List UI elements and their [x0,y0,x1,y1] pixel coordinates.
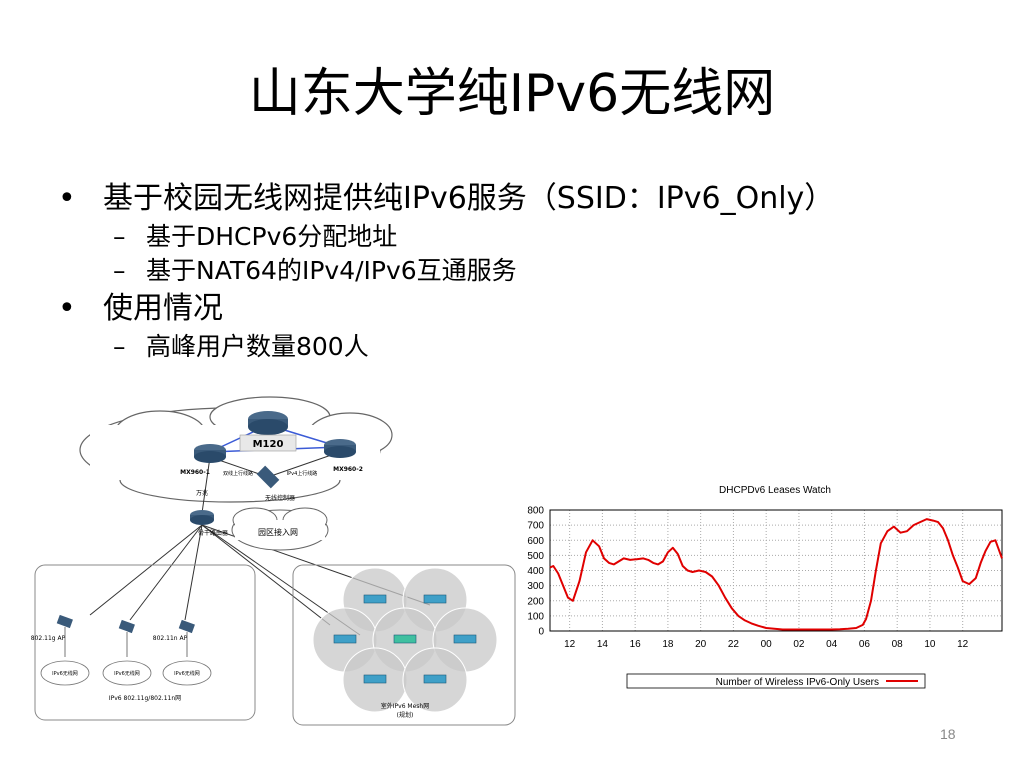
x-tick-label: 10 [924,639,936,650]
bullet-list: •基于校园无线网提供纯IPv6服务（SSID：IPv6_Only） –基于DHC… [58,178,998,364]
router-icon [248,411,288,435]
network-diagram: M120 MX960-1 万兆 MX960-2 双线上行线路 IPv4上行线路 … [31,396,516,726]
edge-router-label: 骨干路由器 [198,529,228,537]
edge-router-icon [190,510,214,525]
mesh-box-sub: (规划) [397,711,414,719]
campus-net-label: 园区接入网 [258,527,298,537]
bullet-item: • 使用情况 [58,288,998,330]
y-axis: 0 100 200 300 400 500 600 700 800 [527,506,544,638]
bullet-marker: • [58,291,76,326]
ap-left-label: 802.11g AP [31,635,66,642]
x-tick-label: 02 [793,639,805,650]
bullet-text: 使用情况 [103,291,223,326]
mesh-switch-icon [333,594,477,684]
legend-box [626,673,926,689]
leases-chart: DHCPDv6 Leases Watch 0100200300400500600… [527,485,1003,689]
y-tick-label: 400 [527,566,544,577]
y-tick-label: 200 [527,596,544,607]
bullet-marker: • [58,181,76,216]
ap-cloud-label: IPv6无线网 [174,670,200,677]
x-tick-label: 22 [728,639,740,650]
x-tick-label: 04 [826,639,838,650]
mesh-box [292,564,516,726]
x-tick-label: 00 [761,639,773,650]
page-number: 18 [940,726,956,742]
sub-bullet-item: –高峰用户数量800人 [58,330,998,364]
left-link-note: 双线上行线路 [223,470,253,477]
controller-label: 无线控制器 [265,494,295,502]
ap-icon [118,619,135,634]
wlan-box-label: IPv6 802.11g/802.11n网 [109,695,181,702]
x-tick-label: 12 [957,639,969,650]
sub-bullet-text: 高峰用户数量800人 [146,332,369,361]
y-tick-label: 700 [527,521,544,532]
slide-title: 山东大学纯IPv6无线网 [248,64,776,124]
sub-bullet-item: –基于NAT64的IPv4/IPv6互通服务 [58,254,998,288]
x-tick-label: 12 [564,639,576,650]
chart-title: DHCPDv6 Leases Watch [719,485,831,496]
mesh-cells [312,567,498,713]
x-tick-label: 16 [630,639,642,650]
ap-cloud-label: IPv6无线网 [114,670,140,677]
sub-bullet-text: 基于NAT64的IPv4/IPv6互通服务 [146,256,517,285]
router-left-tag: 万兆 [196,489,208,497]
router-left-label: MX960-1 [180,469,210,476]
wlan-box [34,564,256,721]
legend-label: Number of Wireless IPv6-Only Users [716,677,879,688]
bullet-text: 基于校园无线网提供纯IPv6服务（SSID：IPv6_Only） [103,181,835,216]
ap-right-label: 802.11n AP [153,635,188,642]
bullet-item: • 基于校园无线网提供纯IPv6服务（SSID：IPv6_Only） [58,178,998,220]
sub-bullet-marker: – [113,256,126,285]
series-line [549,518,1003,631]
ap-cloud-label: IPv6无线网 [52,670,78,677]
ap-cloud [40,660,212,686]
router-right-label: MX960-2 [333,466,363,473]
router-icon [194,444,226,463]
ap-icon [178,619,195,634]
y-tick-label: 600 [527,536,544,547]
x-axis: 12 14 16 18 20 22 00 02 04 06 08 10 12 [564,639,969,650]
switch-icon [256,465,280,489]
y-tick-label: 500 [527,551,544,562]
y-tick-label: 100 [527,611,544,622]
x-tick-label: 18 [662,639,674,650]
sub-bullet-marker: – [113,332,126,361]
router-icon [324,439,356,458]
sub-bullet-text: 基于DHCPv6分配地址 [146,222,398,251]
x-tick-label: 20 [695,639,707,650]
y-tick-label: 0 [538,627,544,638]
chart-grid [550,510,1002,631]
x-tick-label: 14 [597,639,609,650]
mesh-box-label: 室外IPv6 Mesh网 [381,702,429,710]
x-tick-label: 08 [892,639,904,650]
sub-bullet-item: –基于DHCPv6分配地址 [58,220,998,254]
y-tick-label: 800 [527,506,544,517]
core-router-label: M120 [253,439,284,450]
plot-frame [549,509,1003,632]
x-tick-label: 06 [859,639,871,650]
right-link-note: IPv4上行线路 [287,470,318,477]
ap-icon [56,614,73,629]
y-tick-label: 300 [527,581,544,592]
sub-bullet-marker: – [113,222,126,251]
